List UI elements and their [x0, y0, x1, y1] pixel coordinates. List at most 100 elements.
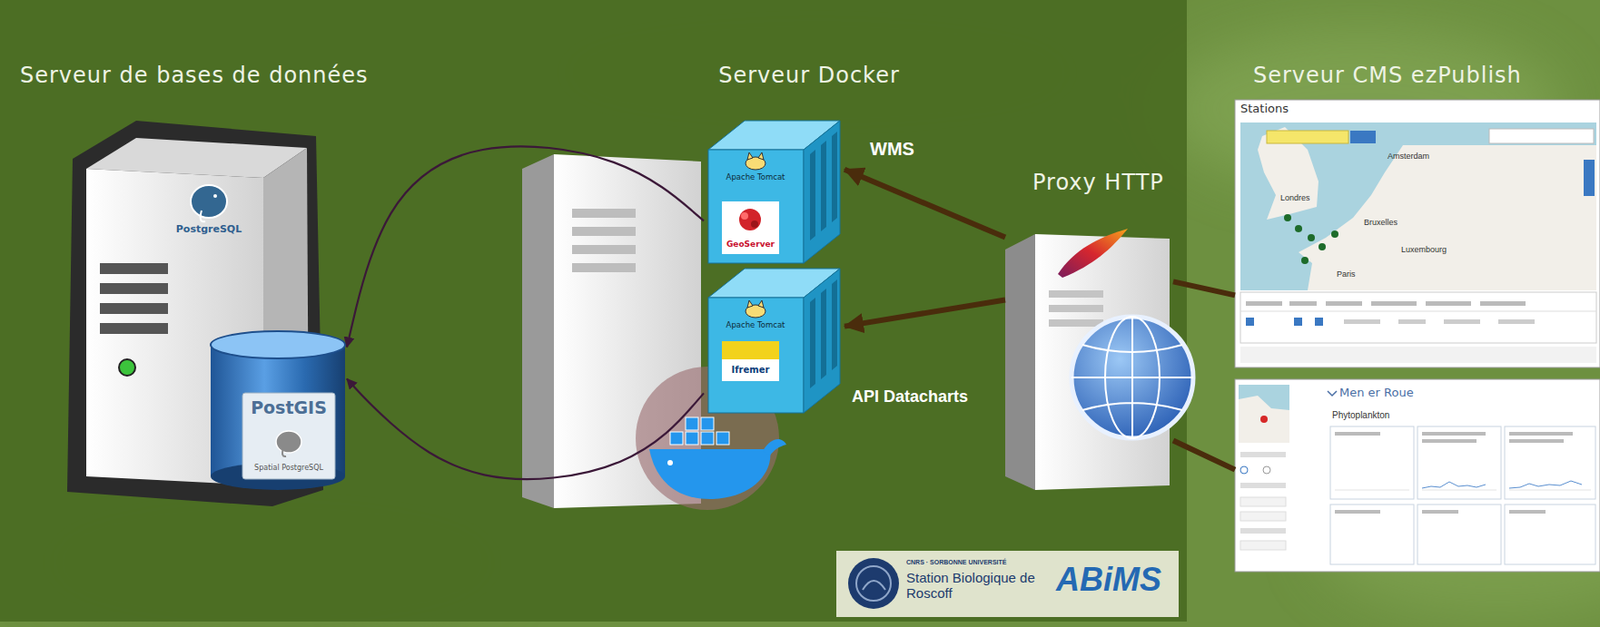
container-cube-part — [803, 120, 840, 264]
database-cylinder — [210, 331, 346, 491]
map-screenshot-part — [1298, 145, 1597, 291]
connector — [1173, 440, 1235, 470]
logo-text: Station Biologique de Roscoff — [906, 570, 1043, 603]
database-cylinder: PostGISSpatial PostgreSQL — [208, 331, 347, 491]
web-screenshot: Men er Roue — [1234, 379, 1600, 573]
database-tower-part — [213, 194, 218, 198]
proxy-server — [1005, 228, 1194, 491]
proxy-server-part — [1048, 305, 1104, 313]
proxy-server-part — [1048, 319, 1104, 327]
server-group: Serveur CMS ezPublishStationsMen er Roue — [1234, 59, 1600, 582]
chart-screenshot-part — [1240, 466, 1248, 475]
chart-screenshot-part — [1260, 415, 1268, 424]
chart-screenshot-part — [1422, 481, 1582, 489]
container-cube-part — [740, 212, 749, 220]
group-heading: Serveur CMS ezPublish — [1253, 63, 1581, 89]
database-tower-part — [99, 303, 168, 315]
chart-screenshot-part — [1238, 385, 1290, 444]
docker-tower-part — [572, 245, 636, 255]
chart-screenshot-part — [1240, 497, 1286, 507]
database-tower-part — [67, 120, 324, 507]
logo-panel — [836, 551, 1179, 618]
container-cube-part — [803, 268, 840, 414]
map-screenshot-part — [1240, 311, 1597, 313]
logo-text: GeoServer — [721, 239, 780, 249]
map-screenshot-part — [1240, 122, 1597, 291]
database-tower — [67, 120, 324, 507]
group-heading: Serveur Docker — [700, 63, 919, 89]
chart-screenshot-part — [1417, 504, 1502, 565]
connector — [1173, 281, 1235, 296]
map-screenshot-part — [1425, 301, 1472, 307]
container-cube-part — [758, 152, 764, 160]
connector — [346, 379, 704, 480]
panel-part — [0, 0, 1187, 623]
docker-whale-part — [667, 460, 673, 466]
map-screenshot-part — [1240, 346, 1597, 364]
docker-whale-part — [670, 432, 683, 445]
edge-label: WMS — [869, 138, 934, 160]
map-screenshot-part — [1283, 214, 1292, 222]
map-screenshot-part — [1307, 234, 1315, 242]
container-cube-part — [747, 300, 753, 308]
proxy-server: Proxy HTTP — [1005, 229, 1174, 491]
logo-text: PostGIS — [242, 398, 336, 419]
chart-screenshot-part — [1327, 391, 1337, 396]
logo-text: ABiMS — [1056, 561, 1175, 599]
chart-screenshot-part — [1263, 466, 1271, 475]
database-cylinder-part — [276, 431, 302, 454]
map-screenshot-part — [1245, 301, 1283, 307]
map-screenshot-part — [1371, 301, 1417, 307]
container-cube-part — [809, 149, 816, 241]
chart-screenshot-part — [1240, 528, 1286, 534]
tomcat-container: Apache TomcatGeoServer — [703, 118, 845, 266]
server-group: Serveur de bases de donnéesPostgreSQLPos… — [9, 59, 409, 551]
group-heading: Serveur de bases de données — [19, 63, 406, 89]
database-cylinder-part — [242, 393, 336, 480]
map-screenshot-part — [1331, 230, 1339, 238]
chart-screenshot-part — [1509, 439, 1564, 444]
edge-label: API Datacharts — [851, 387, 998, 407]
database-tower-part — [99, 323, 168, 335]
chart-screenshot — [1234, 379, 1600, 573]
chart-screenshot-part — [1240, 512, 1286, 522]
chart-screenshot-part — [1334, 432, 1381, 436]
map-screenshot-part — [1240, 292, 1597, 344]
chart-screenshot-part — [1234, 379, 1600, 573]
map-screenshot-part — [1498, 319, 1535, 325]
container-cube — [708, 268, 840, 414]
logo-text: CNRS · SORBONNE UNIVERSITÉ — [906, 559, 1057, 567]
chart-screenshot-part — [1422, 432, 1486, 436]
map-city: Amsterdam — [1387, 151, 1444, 161]
container-cube-part — [708, 149, 804, 264]
proxy-server-part — [1071, 316, 1194, 439]
logo-panel-part — [862, 581, 886, 591]
logo-text: Ifremer — [721, 365, 780, 376]
map-screenshot-part — [1443, 319, 1481, 325]
connector — [844, 299, 1006, 326]
proxy-server-part — [1048, 290, 1104, 298]
page-title: Stations — [1240, 102, 1350, 117]
docker-tower-part — [572, 263, 636, 273]
web-screenshot: Stations — [1234, 99, 1600, 368]
container-cube-part — [721, 341, 780, 382]
container-cube-part — [721, 201, 780, 255]
chart-screenshot-part — [1504, 426, 1596, 500]
container-cube — [708, 120, 840, 264]
panel — [0, 0, 1187, 623]
container-cube-part — [831, 131, 838, 223]
logo-panel-part — [856, 566, 891, 602]
container-cube-part — [820, 140, 827, 232]
chart-screenshot-part — [1422, 510, 1459, 514]
map-screenshot-part — [1294, 225, 1303, 233]
docker-whale-part — [649, 449, 771, 500]
chart-screenshot-part — [1240, 483, 1286, 489]
map-screenshot-part — [1314, 317, 1324, 326]
database-tower-part — [200, 210, 206, 222]
